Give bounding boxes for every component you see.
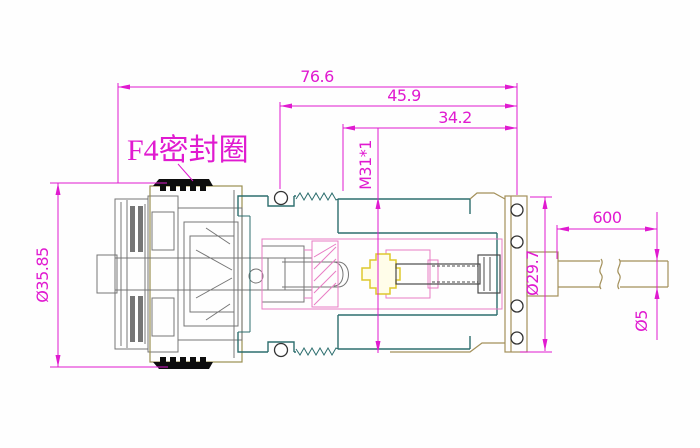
dim-text-overall: 76.6 <box>300 67 334 86</box>
dim-text-flange-diameter: Ø35.85 <box>33 247 52 302</box>
seal-label-text: F4密封圈 <box>127 134 249 167</box>
pin-thread <box>432 265 478 283</box>
insulator-left <box>311 240 339 308</box>
cable-break-1 <box>599 258 603 290</box>
center-shaft <box>114 257 286 291</box>
seal-leader-line <box>177 163 194 182</box>
center-pin <box>395 263 481 285</box>
dimension-mid-length: 45.9 <box>279 86 517 189</box>
seal-label: F4密封圈 <box>127 134 249 182</box>
dim-text-mid: 45.9 <box>387 86 421 105</box>
cable-bushing <box>526 251 559 297</box>
main-body <box>337 198 498 350</box>
dim-text-cable-diameter: Ø5 <box>632 310 651 332</box>
dimension-thread-spec: M31*1 <box>356 128 381 353</box>
cable-break-2 <box>617 258 621 290</box>
dim-text-thread-length: 34.2 <box>438 108 472 127</box>
dim-text-thread-spec: M31*1 <box>356 140 375 190</box>
dim-text-body-diameter: Ø29.7 <box>523 250 542 296</box>
dimension-body-diameter: Ø29.7 <box>520 196 552 353</box>
left-flange-assembly <box>96 185 349 363</box>
contact-yellow <box>361 253 401 295</box>
cable-segment-2 <box>620 260 669 288</box>
mid-body <box>237 190 339 358</box>
seal-ring-top <box>153 179 213 191</box>
rear-section <box>390 192 669 353</box>
dimension-cable-diameter: Ø5 <box>632 249 660 332</box>
dimension-thread-length: 34.2 <box>342 108 517 191</box>
thread-top <box>295 191 339 202</box>
dimension-cable-length: 600 <box>556 208 658 340</box>
o-ring-top <box>273 190 289 206</box>
socket-contact <box>282 261 349 288</box>
o-ring-bottom <box>273 342 289 358</box>
dimension-flange-diameter: Ø35.85 <box>33 182 168 368</box>
dimension-overall-length: 76.6 <box>117 67 518 195</box>
thread-bottom <box>295 346 339 357</box>
insulator-housing-outline <box>261 238 503 310</box>
internal-parts <box>261 238 503 310</box>
dim-text-cable-length: 600 <box>592 208 621 227</box>
cable-segment-1 <box>558 260 600 288</box>
